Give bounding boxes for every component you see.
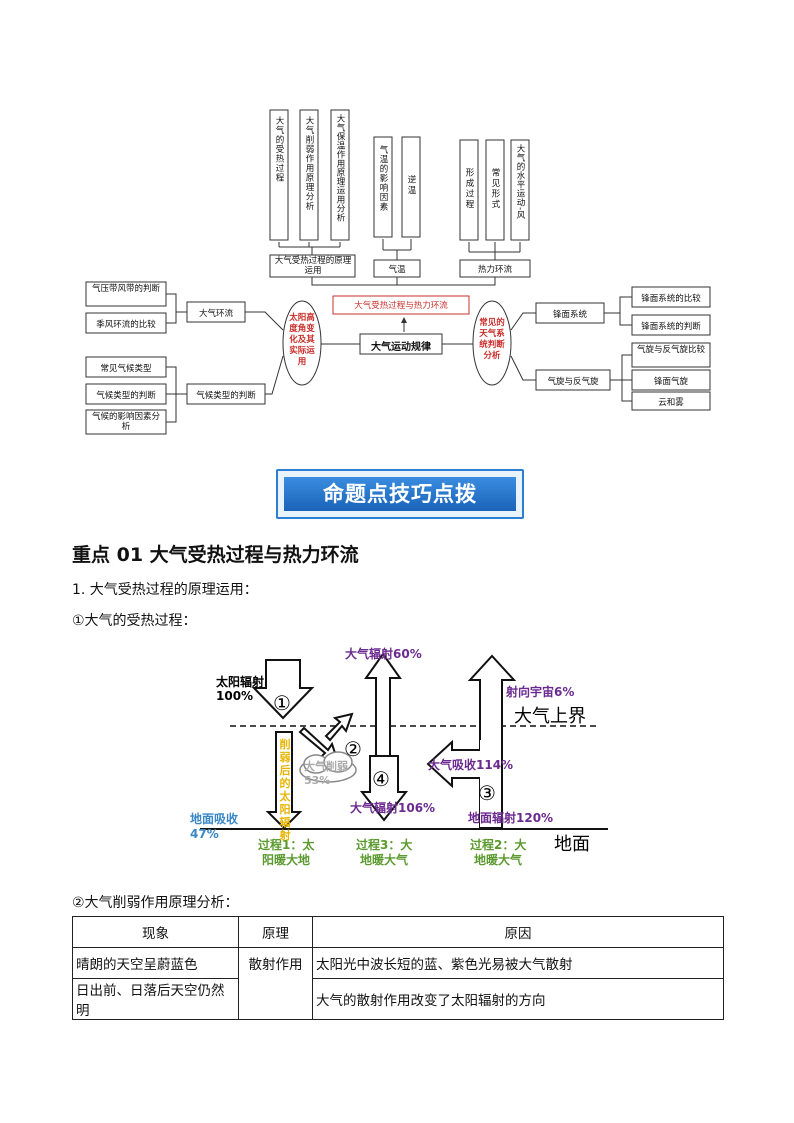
table-cell: 大气的散射作用改变了太阳辐射的方向 <box>312 978 724 1020</box>
mm-branch-label-r0: 锋面系统 <box>552 310 587 320</box>
cloud-icon <box>299 751 357 783</box>
mm-box-t2-2 <box>510 139 530 241</box>
mm-box-t0-1 <box>299 109 319 241</box>
mm-item-r1-1: 锋面气旋 <box>653 377 688 387</box>
mm-center: 大气运动规律 <box>371 342 431 353</box>
mm-branch-label-t0: 大气受热过程的原理运用 <box>274 256 352 276</box>
upper-bound-label: 大气上界 <box>514 706 586 727</box>
atm-absorb-label: 大气吸收114% <box>428 757 513 772</box>
label-n1: ① <box>273 691 291 715</box>
atm-rad-down-label: 大气辐射106% <box>350 800 435 815</box>
table-cell <box>238 978 313 1020</box>
weaken-cloud-label: 大气削弱 <box>304 759 348 773</box>
mm-item-t1-0: 气温的影响因素 <box>378 145 388 212</box>
mm-item-r0-1: 锋面系统的判断 <box>641 322 701 332</box>
ground-absorb-label: 地面吸收 <box>190 811 238 826</box>
mm-box-t2-0 <box>459 139 479 241</box>
banner-box: 命题点技巧点拨 <box>276 469 524 519</box>
ground-label: 地面 <box>554 834 590 855</box>
table-cell: 晴朗的天空呈蔚蓝色 <box>72 947 239 979</box>
mm-branch-label-t1: 气温 <box>388 265 406 275</box>
mm-top-label: 大气受热过程与热力环流 <box>354 301 448 311</box>
table-cell: 日出前、日落后天空仍然明 <box>72 978 239 1020</box>
mm-item-l1-2: 气候的影响因素分析 <box>91 412 160 432</box>
section-banner: 命题点技巧点拨 <box>276 463 524 519</box>
mind-map <box>85 109 711 435</box>
mm-item-t0-0: 大气的受热过程 <box>274 116 284 183</box>
to-space-label: 射向宇宙6% <box>505 684 574 699</box>
subheading-1: 1. 大气受热过程的原理运用： <box>72 582 258 598</box>
weakening-table: 现象 原理 原因 晴朗的天空呈蔚蓝色 散射作用 太阳光中波长短的蓝、紫色光易被大… <box>72 916 724 1020</box>
ground-rad-label: 地面辐射120% <box>468 810 553 825</box>
mm-branch-label-l1: 气候类型的判断 <box>196 391 256 401</box>
process2-line2: 地暖大气 <box>474 852 522 867</box>
mm-item-t0-2: 大气保温作用原理运用分析 <box>335 114 345 222</box>
mm-item-l1-0: 常见气候类型 <box>100 364 152 374</box>
process3-line2: 地暖大气 <box>360 852 408 867</box>
mm-item-r0-0: 锋面系统的比较 <box>641 294 701 304</box>
mm-box-t1-0 <box>373 136 393 238</box>
label-n2: ② <box>344 737 362 761</box>
banner-title: 命题点技巧点拨 <box>284 477 516 511</box>
table-cell: 太阳光中波长短的蓝、紫色光易被大气散射 <box>312 947 724 979</box>
to-space-arrow <box>467 654 517 829</box>
process1-line1: 过程1：太 <box>258 837 315 852</box>
table-header: 现象 <box>72 916 239 948</box>
process1-line2: 阳暖大地 <box>262 852 310 867</box>
table-cell: 散射作用 <box>238 947 313 979</box>
mm-item-t1-1: 逆温 <box>406 175 416 196</box>
mm-item-l0-1: 季风环流的比较 <box>96 320 156 330</box>
label-n3: ③ <box>478 781 496 805</box>
mm-box-t1-1 <box>401 136 421 238</box>
table-row: 晴朗的天空呈蔚蓝色 散射作用 太阳光中波长短的蓝、紫色光易被大气散射 <box>72 947 724 979</box>
subheading-1-2: ②大气削弱作用原理分析： <box>72 895 239 911</box>
process2-line1: 过程2：大 <box>470 837 526 852</box>
atm-rad-up-label: 大气辐射60% <box>345 646 422 661</box>
mm-left-oval: 太阳高度角变化及其实际运用 <box>289 313 315 367</box>
mm-branch-label-t2: 热力环流 <box>477 265 512 275</box>
mm-box-t2-1 <box>485 139 505 241</box>
table-header: 原理 <box>238 916 313 948</box>
table-row: 日出前、日落后天空仍然明 大气的散射作用改变了太阳辐射的方向 <box>72 978 724 1020</box>
atm-radiation-up-arrow <box>364 652 402 759</box>
atm-radiation-down-arrow <box>359 755 409 822</box>
mm-item-t2-0: 形成过程 <box>464 168 474 210</box>
mm-item-r1-0: 气旋与反气旋比较 <box>636 345 705 355</box>
process3-line1: 过程3：大 <box>356 837 412 852</box>
mm-item-l1-1: 气候类型的判断 <box>96 391 156 401</box>
mm-item-l0-0: 气压带风带的判断 <box>91 284 160 294</box>
section-heading: 重点 01 大气受热过程与热力环流 <box>72 544 359 566</box>
solar-label: 太阳辐射 <box>216 674 264 689</box>
solar-pct: 100% <box>216 689 253 703</box>
mm-box-t0-2 <box>330 109 350 241</box>
ground-absorb-pct: 47% <box>190 827 219 841</box>
mm-item-t2-1: 常见形式 <box>490 168 500 210</box>
scatter-arrow-b <box>324 712 354 742</box>
mm-branch-label-r1: 气旋与反气旋 <box>547 377 599 387</box>
weaken-pct: 53% <box>304 774 330 787</box>
mind-map-text: 大气的受热过程 大气削弱作用原理分析 大气保温作用原理运用分析 气温的影响因素 … <box>0 0 794 450</box>
solar-arrow <box>251 659 315 720</box>
mm-item-t2-2: 大气的水平运动-风 <box>515 144 525 220</box>
atmosphere-heating-diagram: ① ② ④ ③ 太阳辐射 100% 大气削弱 53% 地面吸收 47% 大气辐射… <box>190 646 608 867</box>
subheading-1-1: ①大气的受热过程： <box>72 613 197 629</box>
table-header-row: 现象 原理 原因 <box>72 916 724 948</box>
mm-branch-label-l0: 大气环流 <box>198 309 233 319</box>
weakened-arrow <box>265 731 303 830</box>
mm-box-t0-0 <box>269 109 289 241</box>
mm-right-oval: 常见的天气系统判断分析 <box>479 318 505 361</box>
ground-radiation-arrow <box>426 739 481 828</box>
mm-item-r1-2: 云和雾 <box>658 398 684 408</box>
table-header: 原因 <box>312 916 724 948</box>
label-n4: ④ <box>372 767 390 791</box>
mm-item-t0-1: 大气削弱作用原理分析 <box>304 116 314 211</box>
weaken-vertical-label: 削弱后的太阳辐射 <box>279 738 291 842</box>
